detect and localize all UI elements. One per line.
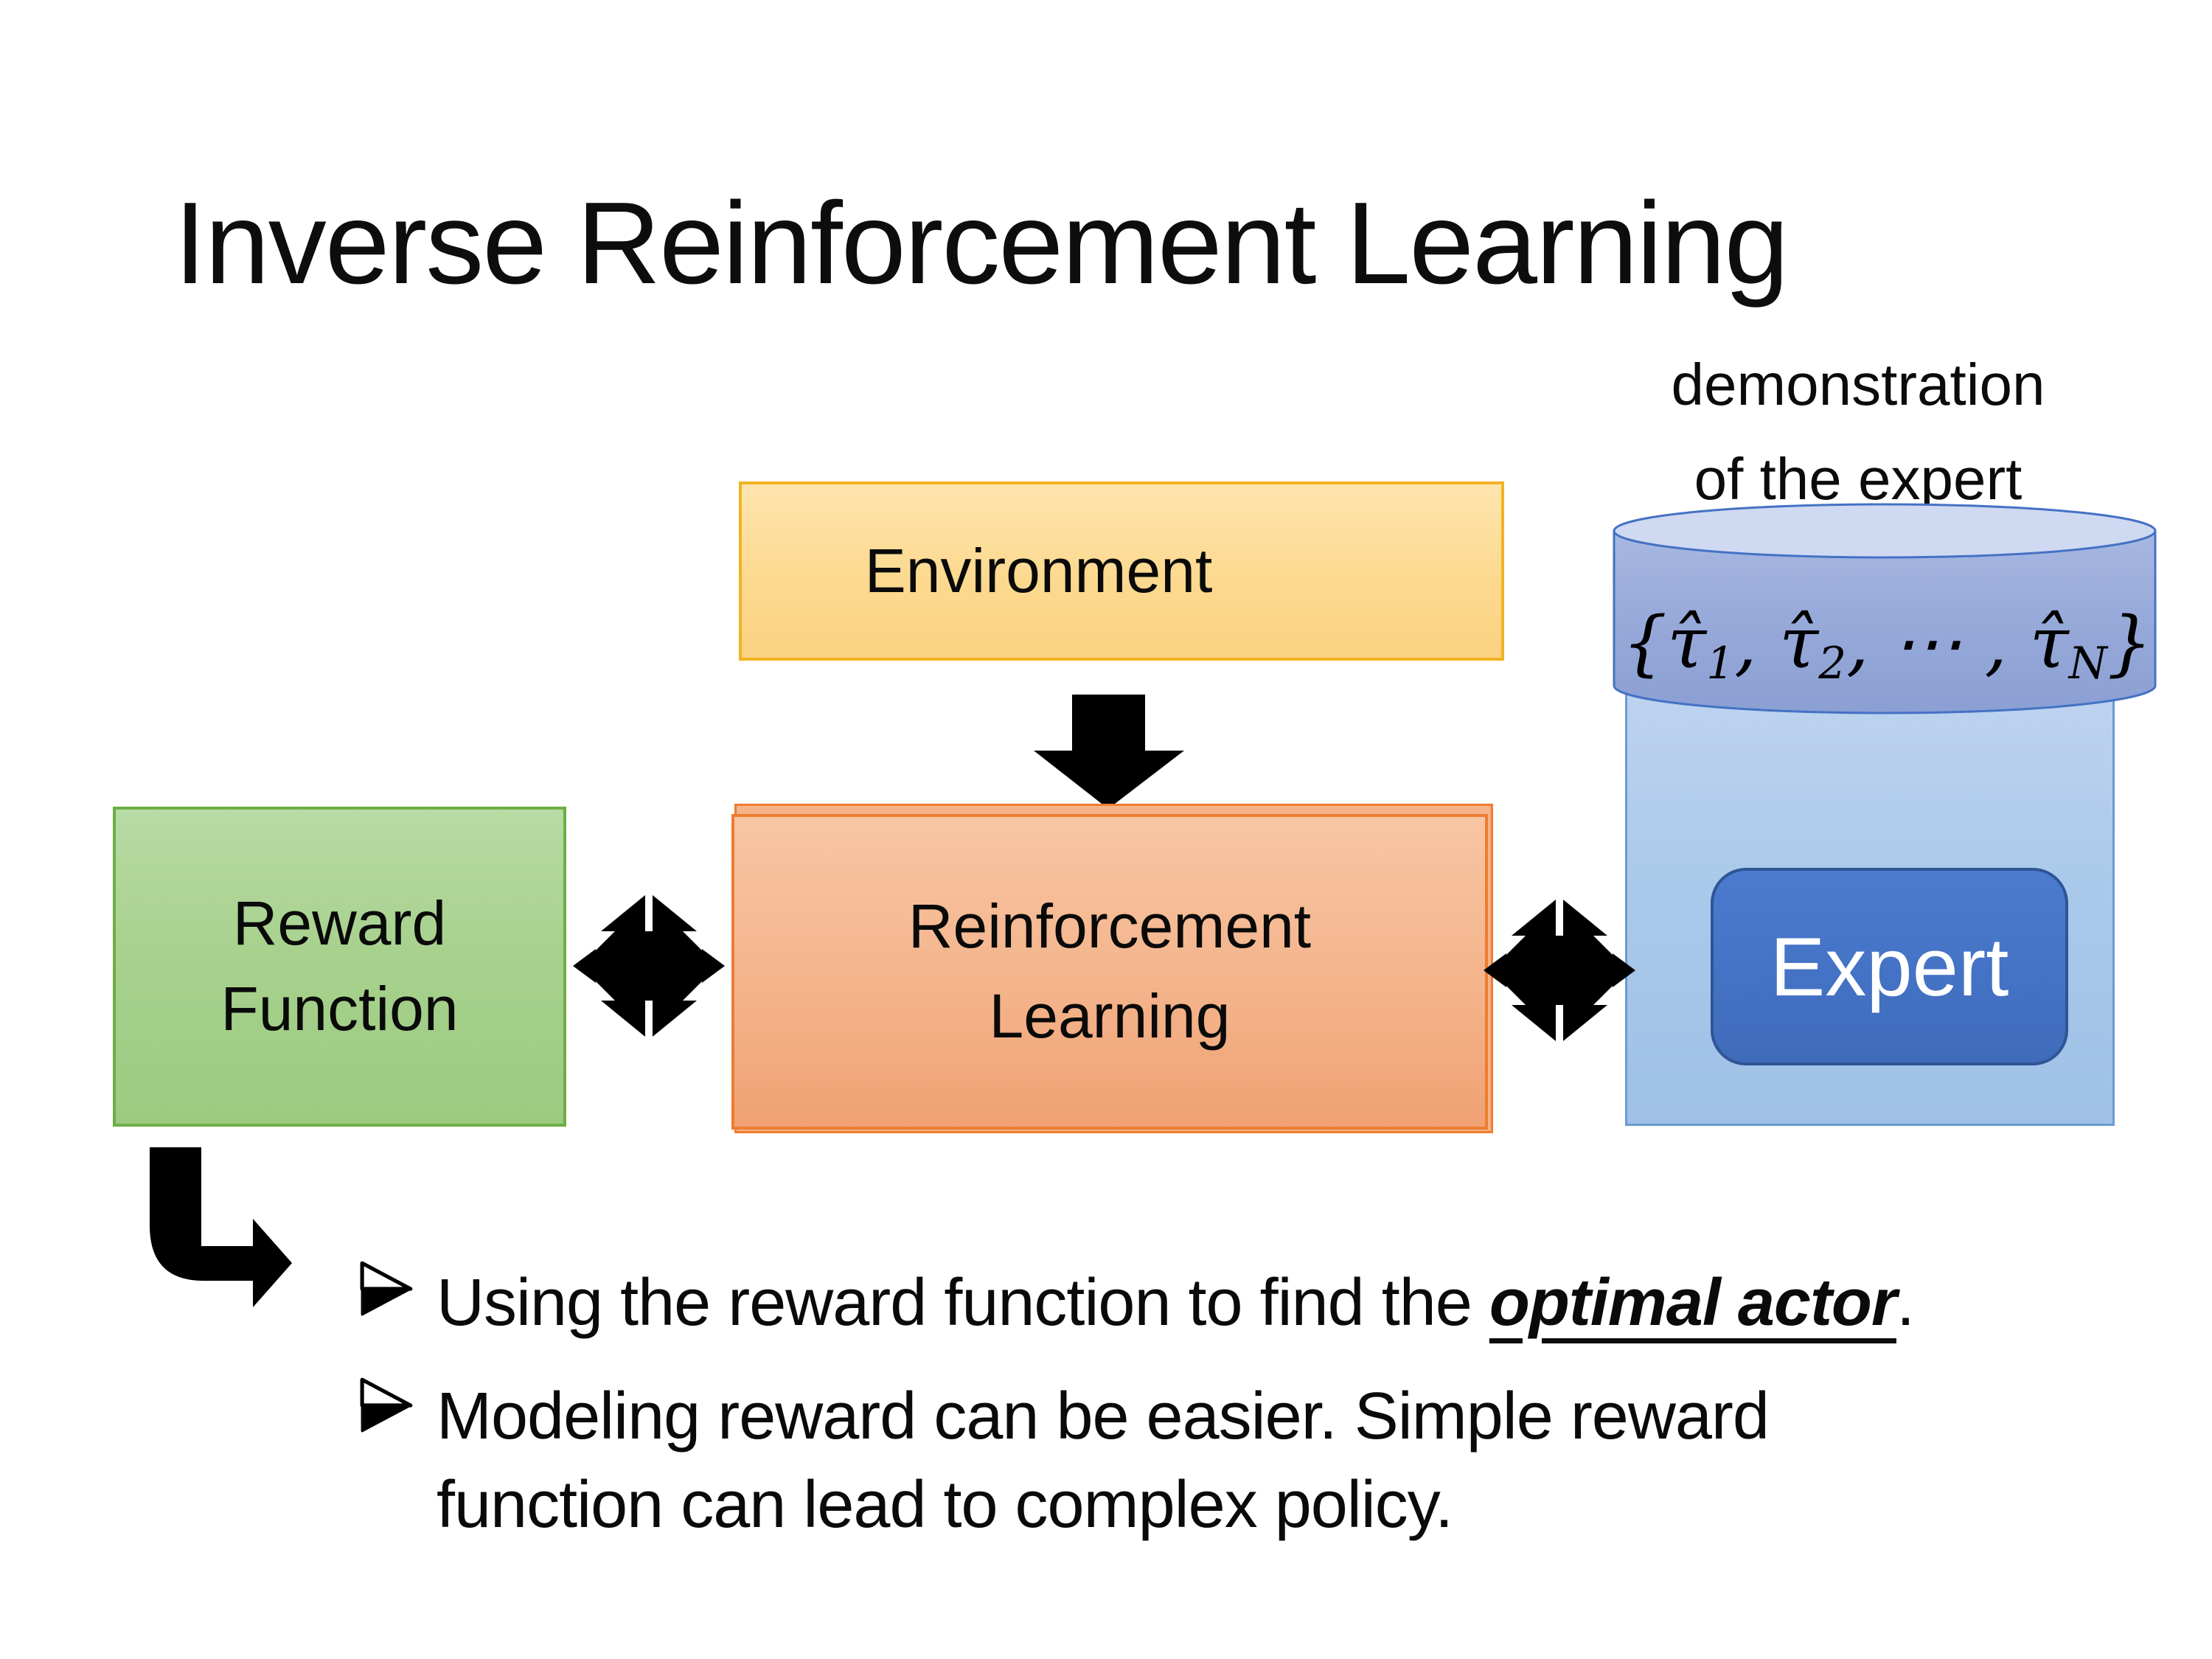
reward-label-line2: Function [220,974,459,1043]
expert-label: Expert [1770,920,2009,1013]
bullet-arrowhead-icon [360,1377,413,1433]
environment-box: Environment [739,481,1504,661]
bullet-2-line2: function can lead to complex policy. [437,1467,1453,1542]
elbow-arrow-icon [150,1147,292,1307]
reward-label-line1: Reward [232,888,447,959]
demonstration-caption: demonstration of the expert [1578,338,2138,526]
reward-function-label: Reward Function [220,881,458,1052]
bullet-2-line1: Modeling reward can be easier. Simple re… [437,1380,1770,1453]
reward-function-box: Reward Function [113,807,566,1127]
bullet-1-period: . [1896,1266,1915,1340]
formula-close: } [2107,602,2152,684]
formula-subN: N [2068,638,2107,689]
trajectory-formula: {τ̂1, τ̂2, ⋯ , τ̂N} [1622,602,2152,689]
bullet-arrowhead-icon [360,1261,413,1316]
formula-sub2: 2 [1818,638,1847,689]
double-arrow-right-icon [1484,900,1635,1041]
formula-dots: , ⋯ , τ̂ [1846,602,2069,684]
double-arrow-left-icon [573,895,725,1037]
formula-open: {τ̂ [1622,602,1707,684]
bullet-item-1: Using the reward function to find the op… [437,1265,1915,1341]
expert-button: Expert [1711,868,2068,1065]
database-cylinder-icon [1613,503,2157,714]
formula-sub1: 1 [1706,638,1735,689]
bullet-1-emphasis: optimal actor [1489,1266,1897,1340]
slide-title: Inverse Reinforcement Learning [174,178,1789,308]
reinforcement-learning-box: Reinforcement Learning [731,814,1488,1130]
formula-mid1: , τ̂ [1734,602,1819,684]
reinforcement-label-line1: Reinforcement [908,891,1312,961]
demonstration-caption-line2: of the expert [1694,446,2023,512]
reinforcement-label-line2: Learning [989,981,1231,1051]
down-arrow-icon [1034,695,1184,809]
bullet-1-text: Using the reward function to find the [437,1266,1489,1340]
environment-label: Environment [864,536,1213,605]
bullet-item-2: Modeling reward can be easier. Simple re… [437,1373,1770,1549]
demonstration-caption-line1: demonstration [1671,352,2045,417]
reinforcement-learning-label: Reinforcement Learning [908,882,1311,1062]
